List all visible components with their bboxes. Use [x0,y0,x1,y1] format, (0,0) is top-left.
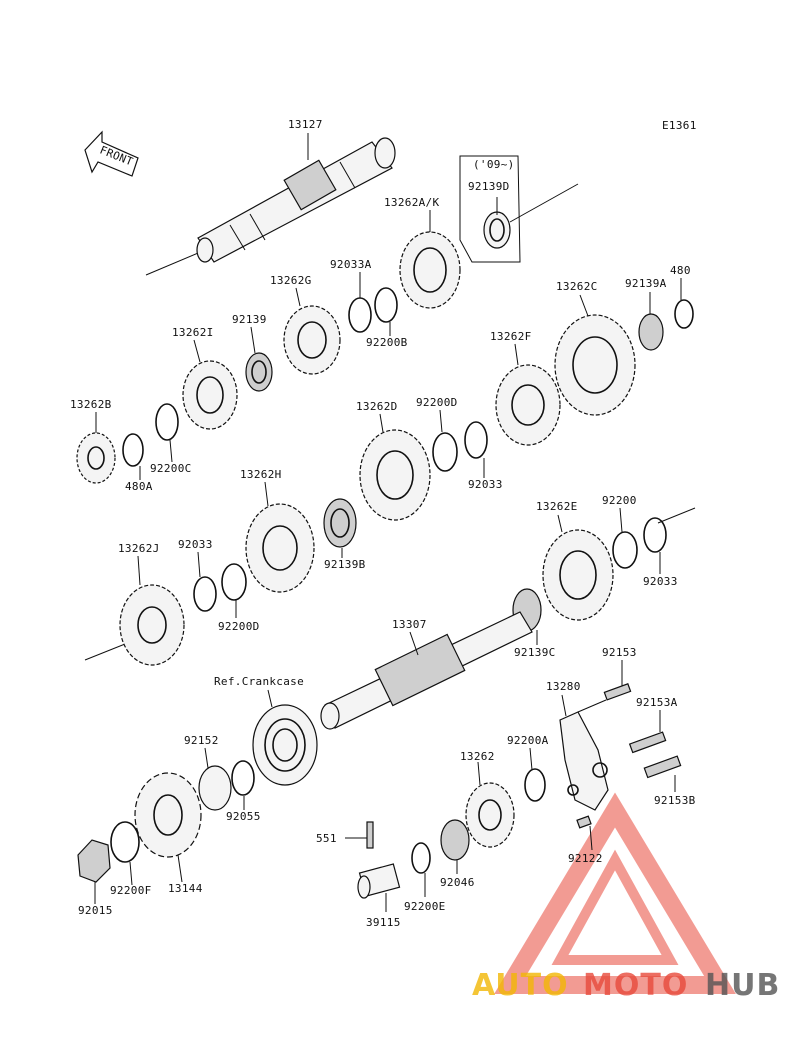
label-480a: 480A [125,480,153,493]
label-92015: 92015 [78,904,113,917]
label-92152: 92152 [184,734,219,747]
label-92139b: 92139B [324,558,366,571]
label-92139: 92139 [232,313,267,326]
label-ref-crankcase: Ref.Crankcase [214,675,304,688]
watermark-hub: HUB [705,968,780,1003]
bearing-92139 [245,352,273,392]
drive-shaft [320,611,533,730]
label-13262g: 13262G [270,274,312,287]
part-labels: 13127 13262A/K 92139D 13262G 92033A 9220… [70,118,696,929]
label-13144: 13144 [168,882,203,895]
label-92033-right: 92033 [643,575,678,588]
label-92033-left: 92033 [178,538,213,551]
watermark-auto: AUTO [472,968,569,1003]
label-92200e: 92200E [404,900,446,913]
gear-13262g [283,305,341,375]
bearing-92139b [323,498,357,548]
label-39115: 39115 [366,916,401,929]
label-92200d-left: 92200D [218,620,260,633]
label-13280: 13280 [546,680,581,693]
label-92200b: 92200B [366,336,408,349]
label-92200d-top: 92200D [416,396,458,409]
label-92139c: 92139C [514,646,556,659]
watermark-moto: MOTO [583,968,688,1003]
diagram-code: E1361 [662,119,697,132]
label-13262ak: 13262A/K [384,196,439,209]
label-13262b: 13262B [70,398,112,411]
label-13262: 13262 [460,750,495,763]
label-92200: 92200 [602,494,637,507]
label-13307: 13307 [392,618,427,631]
label-13262f: 13262F [490,330,532,343]
label-551: 551 [316,832,337,845]
label-92153b: 92153B [654,794,696,807]
label-92033a: 92033A [330,258,372,271]
label-13262h: 13262H [240,468,282,481]
arm-13280 [559,711,609,811]
label-92139d: 92139D [468,180,510,193]
label-92139a: 92139A [625,277,667,290]
label-13262d: 13262D [356,400,398,413]
inset-box: ('09~) [459,155,579,263]
gear-13262c [554,314,636,416]
collar-39115 [357,863,401,899]
gear-13262e [542,529,614,621]
crankcase-bearing [252,704,318,786]
label-92033-mid: 92033 [468,478,503,491]
label-13127: 13127 [288,118,323,131]
gear-13262d [359,429,431,521]
gear-13262 [465,782,515,848]
label-480: 480 [670,264,691,277]
watermark-logo [494,792,736,994]
label-13262c: 13262C [556,280,598,293]
label-92153: 92153 [602,646,637,659]
gear-13262j [119,584,185,666]
label-92200a: 92200A [507,734,549,747]
label-92122: 92122 [568,852,603,865]
label-13262j: 13262J [118,542,160,555]
label-92153a: 92153A [636,696,678,709]
inset-note: ('09~) [473,158,515,171]
main-shaft [196,137,396,263]
gear-13262ak [399,231,461,309]
watermark-text: AUTO MOTO HUB [472,968,780,1003]
label-92200c: 92200C [150,462,192,475]
label-92055: 92055 [226,810,261,823]
label-13262i: 13262I [172,326,214,339]
gear-13262b [76,432,116,484]
front-arrow-icon: FRONT [84,130,139,177]
gear-13262h [245,503,315,593]
sprocket-13144 [134,772,202,858]
gear-13262i [182,360,238,430]
label-92200f: 92200F [110,884,152,897]
label-92046: 92046 [440,876,475,889]
label-13262e: 13262E [536,500,578,513]
gear-13262f [495,364,561,446]
